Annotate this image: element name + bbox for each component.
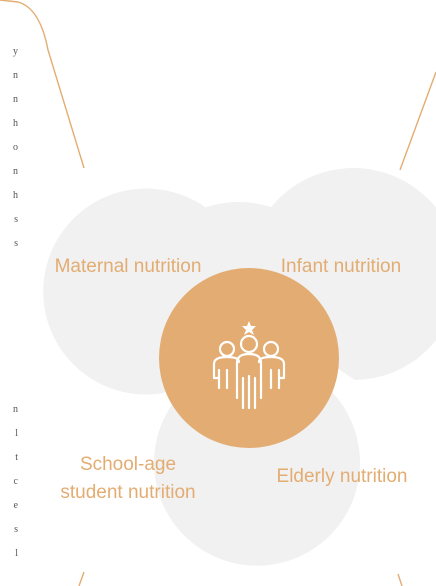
label-school-line-2: student nutrition: [60, 482, 196, 503]
side-char: n: [13, 404, 18, 415]
side-char: s: [14, 524, 18, 535]
side-text-bottom: n l t c e s l: [0, 398, 18, 566]
label-school-line-1: School-age: [79, 454, 177, 475]
connector-line-bottom-left: [78, 571, 85, 586]
side-char: h: [13, 118, 18, 129]
group-of-people-with-star-icon: [212, 321, 286, 410]
side-char: l: [15, 428, 18, 439]
label-infant-nutrition: Infant nutrition: [280, 256, 402, 277]
side-char: n: [13, 166, 18, 177]
connector-line-bottom-right: [397, 573, 403, 586]
side-char: o: [13, 142, 18, 153]
side-char: l: [15, 548, 18, 559]
side-text-top: y n n h o n h s s: [0, 40, 18, 256]
side-char: y: [13, 46, 18, 57]
label-maternal-nutrition: Maternal nutrition: [54, 256, 202, 277]
connector-line-top-right: [399, 71, 436, 171]
label-school-age-student-nutrition: School-age student nutrition: [40, 451, 216, 507]
connector-line-top-left: [0, 0, 85, 169]
center-circle: [159, 268, 339, 448]
side-char: t: [15, 452, 18, 463]
side-char: s: [14, 214, 18, 225]
side-char: n: [13, 94, 18, 105]
side-char: e: [13, 500, 18, 511]
side-char: s: [14, 238, 18, 249]
side-char: h: [13, 190, 18, 201]
side-char: n: [13, 70, 18, 81]
side-char: c: [13, 476, 18, 487]
label-elderly-nutrition: Elderly nutrition: [276, 466, 408, 487]
